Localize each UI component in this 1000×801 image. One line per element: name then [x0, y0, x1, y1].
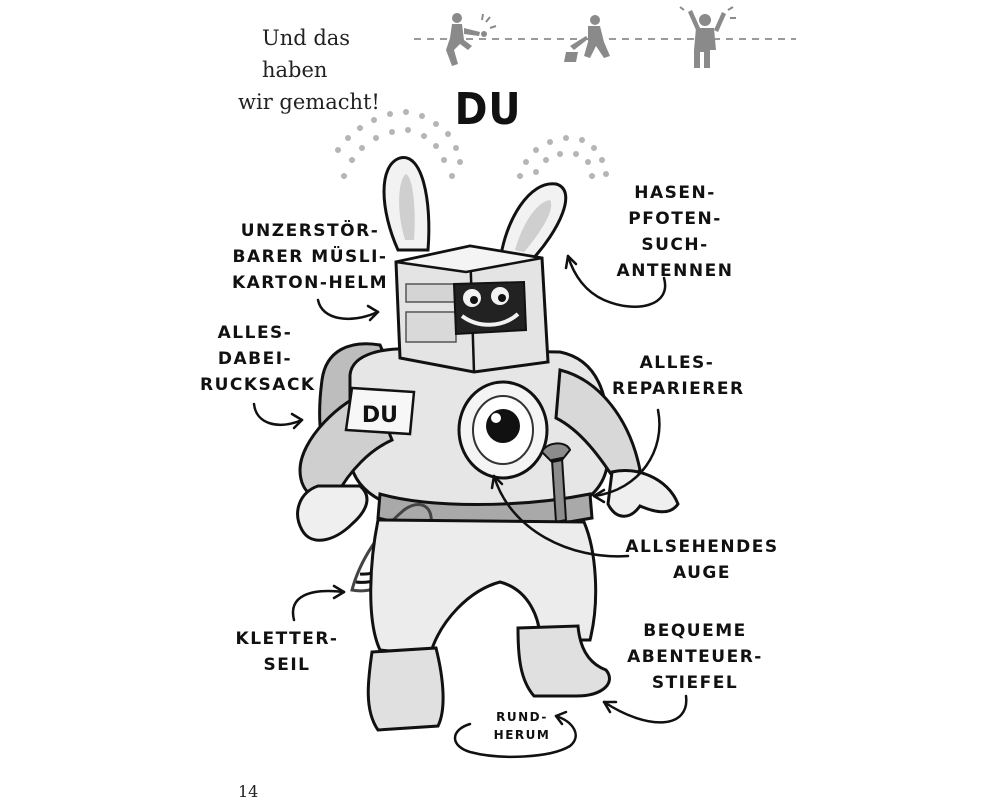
- sparkle-dots-right: [517, 135, 609, 179]
- callout-boots: BEQUEME ABENTEUER- STIEFEL: [627, 621, 763, 693]
- silhouette-kicking-icon: [446, 13, 497, 66]
- arrow-rope: [291, 589, 346, 622]
- cereal-box-helmet: [394, 244, 550, 374]
- callout-repairer: ALLES- REPARIERER: [612, 353, 745, 399]
- callout-arrows: [252, 254, 688, 724]
- arrow-backpack: [252, 402, 304, 426]
- callout-helmet: UNZERSTÖR- BARER MÜSLI- KARTON-HELM: [231, 221, 389, 293]
- chapter-header: Und das haben wir gemacht!: [238, 22, 408, 118]
- arrow-helmet: [316, 298, 380, 320]
- callout-eye: ALLSEHENDES AUGE: [625, 537, 779, 583]
- pants: [369, 518, 598, 657]
- chest-patch: [344, 386, 416, 436]
- all-seeing-eye: [457, 380, 549, 480]
- right-glove: [606, 469, 680, 518]
- header-line-1: Und das haben: [262, 26, 351, 82]
- arrow-repairer: [592, 408, 661, 498]
- left-boot: [366, 646, 445, 732]
- callout-turn: RUND- HERUM: [493, 710, 551, 742]
- progress-silhouettes: [414, 6, 796, 68]
- silhouette-digging-icon: [564, 15, 610, 62]
- callout-antennas: HASEN- PFOTEN- SUCH- ANTENNEN: [616, 183, 734, 281]
- chest-label: DU: [362, 403, 398, 428]
- wrench-tool: [540, 442, 572, 524]
- page-title: DU: [454, 84, 522, 135]
- silhouette-cheering-icon: [679, 6, 736, 68]
- callout-rope: KLETTER- SEIL: [235, 629, 339, 675]
- header-line-2: wir gemacht!: [238, 90, 380, 114]
- arrow-antennas: [566, 254, 667, 308]
- right-arm: [554, 368, 642, 491]
- arrow-eye: [492, 474, 630, 558]
- sparkle-dots-left: [335, 109, 463, 179]
- callout-backpack: ALLES- DABEI- RUCKSACK: [200, 323, 316, 395]
- rotate-arrow-icon: [453, 710, 577, 759]
- right-boot: [516, 624, 611, 698]
- page-number: 14: [238, 782, 259, 801]
- arrow-boots: [602, 694, 688, 724]
- left-glove: [296, 484, 369, 542]
